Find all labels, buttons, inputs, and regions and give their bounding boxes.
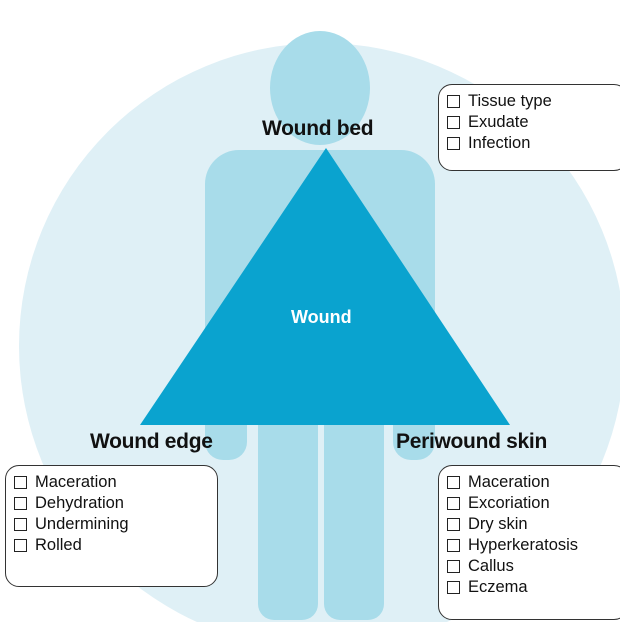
checklist-item[interactable]: Rolled [14,535,209,556]
checklist-item[interactable]: Exudate [447,112,619,133]
checklist-item-label: Undermining [35,515,129,533]
checklist-item[interactable]: Maceration [14,472,209,493]
checklist-item[interactable]: Eczema [447,577,619,598]
periwound-skin-label: Periwound skin [396,430,547,453]
checkbox-icon[interactable] [447,539,460,552]
checklist-item-label: Exudate [468,113,529,131]
wound-center-label: Wound [291,307,352,327]
checklist-item[interactable]: Undermining [14,514,209,535]
checklist-item-label: Tissue type [468,92,552,110]
wound-bed-label: Wound bed [262,117,374,140]
checklist-item[interactable]: Tissue type [447,91,619,112]
checklist-item[interactable]: Dry skin [447,514,619,535]
checklist-item-label: Dry skin [468,515,528,533]
figure-left-leg [258,400,318,620]
checklist-item-label: Maceration [35,473,117,491]
checkbox-icon[interactable] [14,476,27,489]
checkbox-icon[interactable] [447,497,460,510]
checkbox-icon[interactable] [447,137,460,150]
checkbox-icon[interactable] [447,560,460,573]
checklist-item[interactable]: Infection [447,133,619,154]
checklist-item-label: Dehydration [35,494,124,512]
checklist-item[interactable]: Hyperkeratosis [447,535,619,556]
checkbox-icon[interactable] [447,476,460,489]
checklist-item[interactable]: Excoriation [447,493,619,514]
checklist-item-label: Callus [468,557,514,575]
checkbox-icon[interactable] [14,518,27,531]
checklist-item[interactable]: Callus [447,556,619,577]
wound-bed-checklist: Tissue type Exudate Infection [438,84,620,171]
checklist-item-label: Eczema [468,578,528,596]
checklist-item-label: Maceration [468,473,550,491]
checklist-item[interactable]: Maceration [447,472,619,493]
checklist-item-label: Infection [468,134,531,152]
periwound-skin-checklist: Maceration Excoriation Dry skin Hyperker… [438,465,620,620]
wound-edge-label: Wound edge [90,430,213,453]
figure-head [270,31,370,145]
checkbox-icon[interactable] [447,518,460,531]
checkbox-icon[interactable] [14,497,27,510]
checkbox-icon[interactable] [447,116,460,129]
wound-triangle [140,148,510,425]
figure-right-leg [324,400,384,620]
checklist-item-label: Excoriation [468,494,550,512]
wound-edge-checklist: Maceration Dehydration Undermining Rolle… [5,465,218,587]
checklist-item[interactable]: Dehydration [14,493,209,514]
checkbox-icon[interactable] [447,95,460,108]
checklist-item-label: Rolled [35,536,82,554]
checkbox-icon[interactable] [14,539,27,552]
checkbox-icon[interactable] [447,581,460,594]
checklist-item-label: Hyperkeratosis [468,536,579,554]
